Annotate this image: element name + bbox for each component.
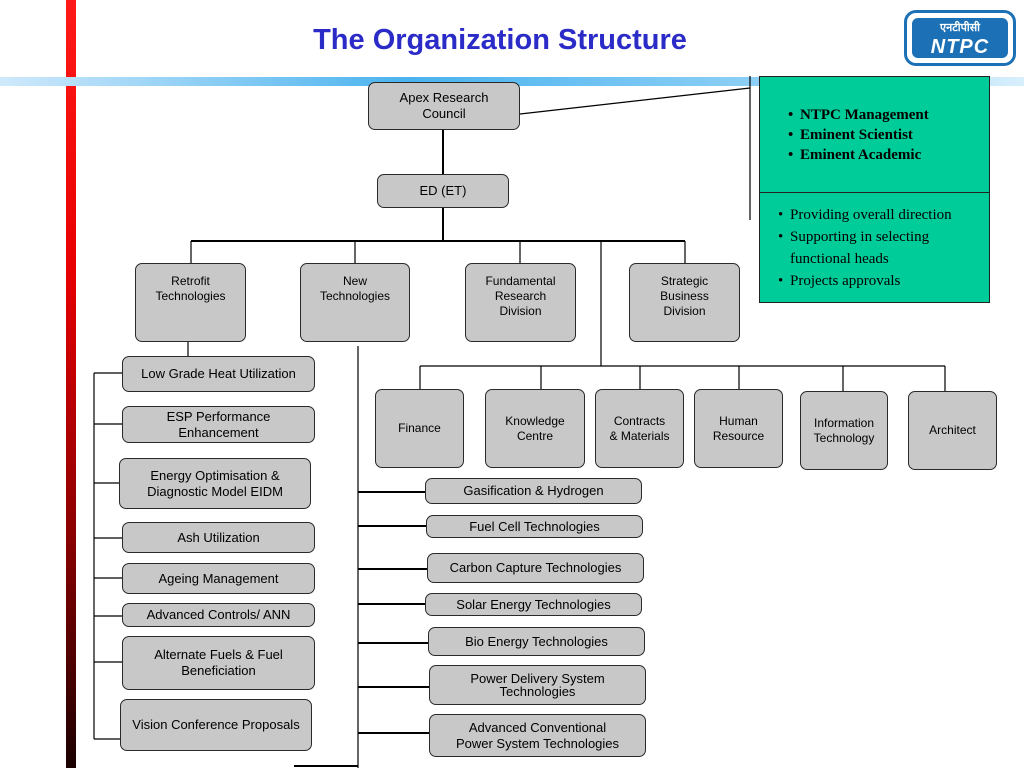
council-members-list: • NTPC Management • Eminent Scientist • Emi… bbox=[788, 105, 929, 165]
council-member-item: • Eminent Academic bbox=[788, 145, 929, 165]
new-tech-item: Carbon Capture Technologies bbox=[427, 553, 644, 583]
unit-knowledge-centre: Knowledge Centre bbox=[485, 389, 585, 468]
new-tech-item: Fuel Cell Technologies bbox=[426, 515, 643, 538]
retrofit-item: Energy Optimisation & Diagnostic Model E… bbox=[119, 458, 311, 509]
council-member-text: Eminent Scientist bbox=[800, 127, 913, 143]
new-tech-item: Advanced Conventional Power System Techn… bbox=[429, 714, 646, 757]
logo-hindi-text: एनटीपीसी bbox=[940, 22, 980, 34]
unit-finance: Finance bbox=[375, 389, 464, 468]
bullet-icon: • bbox=[788, 127, 794, 143]
unit-architect: Architect bbox=[908, 391, 997, 470]
retrofit-item: ESP Performance Enhancement bbox=[122, 406, 315, 443]
unit-contracts-materials: Contracts & Materials bbox=[595, 389, 684, 468]
unit-information-technology: Information Technology bbox=[800, 391, 888, 470]
retrofit-item: Low Grade Heat Utilization bbox=[122, 356, 315, 392]
division-new-technologies: New Technologies bbox=[300, 263, 410, 342]
council-member-item: • NTPC Management bbox=[788, 105, 929, 125]
council-role-item: • Supporting in selecting functional head… bbox=[778, 226, 988, 270]
bullet-icon: • bbox=[778, 207, 784, 223]
division-fundamental-research: Fundamental Research Division bbox=[465, 263, 576, 342]
apex-research-council-box: Apex Research Council bbox=[368, 82, 520, 130]
bullet-icon: • bbox=[778, 229, 784, 245]
ed-et-box: ED (ET) bbox=[377, 174, 509, 208]
ntpc-logo: एनटीपीसी NTPC bbox=[904, 10, 1016, 66]
retrofit-item: Vision Conference Proposals bbox=[120, 699, 312, 751]
retrofit-item: Ash Utilization bbox=[122, 522, 315, 553]
council-role-text: Supporting in selecting functional heads bbox=[790, 229, 930, 267]
retrofit-item: Advanced Controls/ ANN bbox=[122, 603, 315, 627]
division-strategic-business: Strategic Business Division bbox=[629, 263, 740, 342]
retrofit-item: Ageing Management bbox=[122, 563, 315, 594]
new-tech-item: Solar Energy Technologies bbox=[425, 593, 642, 616]
bullet-icon: • bbox=[788, 147, 794, 163]
council-panel: • NTPC Management • Eminent Scientist • Emi… bbox=[759, 76, 990, 303]
panel-divider bbox=[760, 192, 989, 193]
left-red-bar bbox=[66, 0, 76, 768]
logo-text: NTPC bbox=[930, 36, 990, 58]
bullet-icon: • bbox=[778, 273, 784, 289]
new-tech-item: Gasification & Hydrogen bbox=[425, 478, 642, 504]
council-role-text: Projects approvals bbox=[790, 273, 901, 289]
council-member-item: • Eminent Scientist bbox=[788, 125, 929, 145]
council-member-text: Eminent Academic bbox=[800, 147, 922, 163]
new-tech-item: Power Delivery System Technologies bbox=[429, 665, 646, 705]
division-retrofit-technologies: Retrofit Technologies bbox=[135, 263, 246, 342]
logo-background: एनटीपीसी NTPC bbox=[912, 18, 1008, 58]
slide-title: The Organization Structure bbox=[313, 24, 687, 56]
title-underline-band bbox=[0, 77, 1024, 86]
council-roles-list: • Providing overall direction • Supporting… bbox=[778, 204, 988, 292]
retrofit-item: Alternate Fuels & Fuel Beneficiation bbox=[122, 636, 315, 690]
council-role-item: • Providing overall direction bbox=[778, 204, 988, 226]
unit-human-resource: Human Resource bbox=[694, 389, 783, 468]
council-role-text: Providing overall direction bbox=[790, 207, 952, 223]
council-role-item: • Projects approvals bbox=[778, 270, 988, 292]
bullet-icon: • bbox=[788, 107, 794, 123]
new-tech-item: Bio Energy Technologies bbox=[428, 627, 645, 656]
council-member-text: NTPC Management bbox=[800, 107, 929, 123]
